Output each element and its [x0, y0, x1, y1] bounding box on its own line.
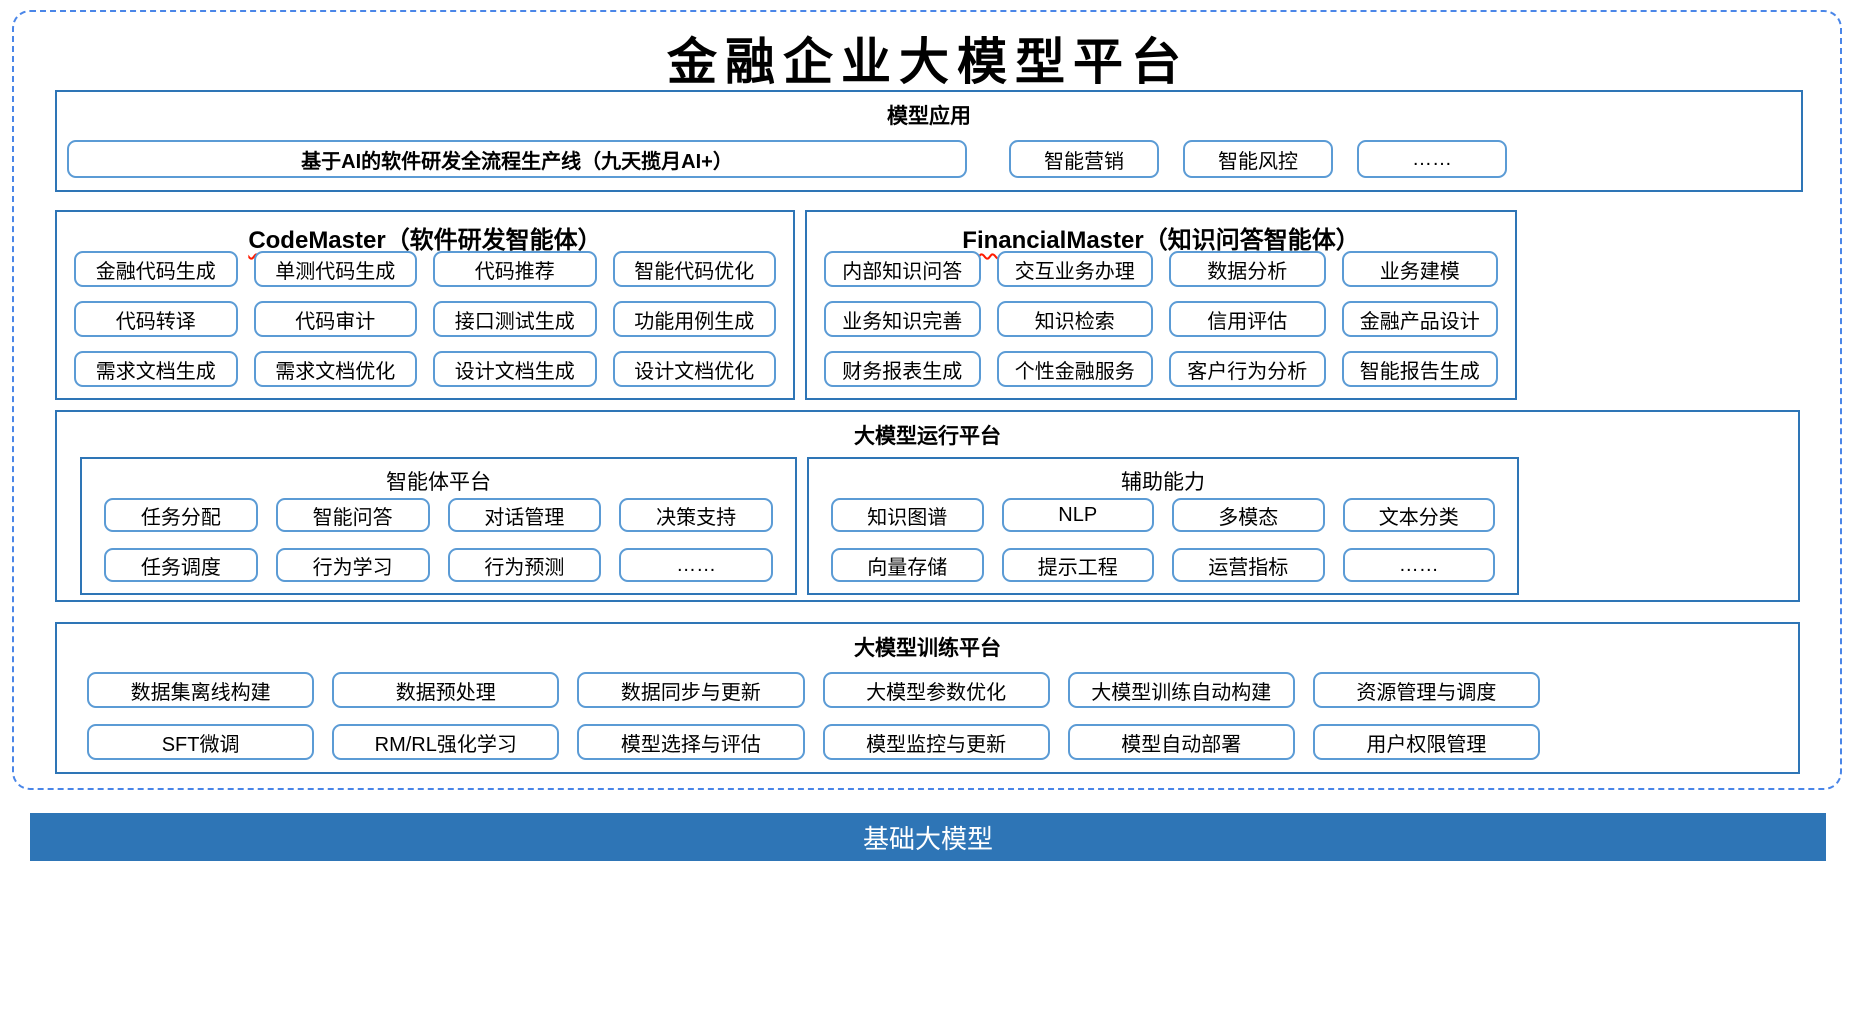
diagram-item: 信用评估 [1169, 301, 1326, 337]
diagram-item: 个性金融服务 [996, 351, 1153, 387]
diagram-item: 设计文档优化 [612, 351, 776, 387]
diagram-item: 需求文档优化 [253, 351, 417, 387]
section-run-platform: 大模型运行平台 智能体平台 任务分配 智能问答 对话管理 决策支持 任务调度 行… [55, 410, 1800, 602]
section-title-train-platform: 大模型训练平台 [854, 637, 1001, 660]
diagram-item: 多模态 [1172, 498, 1325, 532]
diagram-item: 功能用例生成 [612, 301, 776, 337]
subsection-agent-platform: 智能体平台 任务分配 智能问答 对话管理 决策支持 任务调度 行为学习 行为预测… [80, 457, 797, 595]
section-model-applications: 模型应用 基于AI的软件研发全流程生产线（九天揽月AI+） 智能营销 智能风控 … [55, 90, 1803, 192]
diagram-item: 模型选择与评估 [577, 724, 805, 760]
diagram-item: 模型监控与更新 [822, 724, 1050, 760]
codemaster-subtitle: （软件研发智能体） [385, 227, 602, 254]
diagram-item: 内部知识问答 [824, 251, 981, 287]
diagram-item: 客户行为分析 [1169, 351, 1326, 387]
diagram-item: 代码转译 [74, 301, 238, 337]
diagram-item: 接口测试生成 [433, 301, 597, 337]
diagram-item: 行为预测 [447, 548, 602, 582]
diagram-item: …… [619, 548, 773, 582]
diagram-item: 大模型训练自动构建 [1067, 672, 1295, 708]
diagram-item: 行为学习 [275, 548, 430, 582]
diagram-item: SFT微调 [87, 724, 315, 760]
diagram-item: 金融代码生成 [74, 251, 238, 287]
diagram-item: 数据集离线构建 [87, 672, 315, 708]
model-applications-row: 基于AI的软件研发全流程生产线（九天揽月AI+） 智能营销 智能风控 …… [67, 140, 1791, 178]
diagram-item: 数据分析 [1169, 251, 1326, 287]
aux-ability-items: 知识图谱 NLP 多模态 文本分类 向量存储 提示工程 运营指标 …… [831, 498, 1495, 582]
diagram-item: 文本分类 [1342, 498, 1495, 532]
diagram-item: 提示工程 [1001, 548, 1154, 582]
diagram-item: 向量存储 [831, 548, 984, 582]
subsection-title-aux-ability: 辅助能力 [1121, 471, 1205, 494]
section-codemaster: CodeMaster（软件研发智能体） 金融代码生成 单测代码生成 代码推荐 智… [55, 210, 795, 400]
diagram-item: 业务建模 [1341, 251, 1498, 287]
diagram-item: 智能风控 [1183, 140, 1333, 178]
train-platform-items: 数据集离线构建 数据预处理 数据同步与更新 大模型参数优化 大模型训练自动构建 … [87, 672, 1540, 760]
diagram-item: 智能营销 [1009, 140, 1159, 178]
base-model-bar: 基础大模型 [30, 813, 1826, 861]
section-financialmaster: FinancialMaster（知识问答智能体） 内部知识问答 交互业务办理 数… [805, 210, 1517, 400]
diagram-item: NLP [1001, 498, 1154, 532]
diagram-item: 代码推荐 [433, 251, 597, 287]
diagram-item: 资源管理与调度 [1312, 672, 1540, 708]
diagram-item: 大模型参数优化 [822, 672, 1050, 708]
diagram-item: 任务分配 [104, 498, 258, 532]
diagram-item: 数据同步与更新 [577, 672, 805, 708]
diagram-item: 代码审计 [253, 301, 417, 337]
subsection-title-agent-platform: 智能体平台 [386, 471, 491, 494]
page-title: 金融企业大模型平台 [667, 34, 1189, 90]
financialmaster-name: FinancialMaster [962, 227, 1144, 254]
agent-platform-items: 任务分配 智能问答 对话管理 决策支持 任务调度 行为学习 行为预测 …… [104, 498, 773, 582]
subsection-aux-ability: 辅助能力 知识图谱 NLP 多模态 文本分类 向量存储 提示工程 运营指标 …… [807, 457, 1519, 595]
diagram-item: 知识图谱 [831, 498, 984, 532]
financialmaster-subtitle: （知识问答智能体） [1143, 227, 1360, 254]
section-title-financialmaster: FinancialMaster（知识问答智能体） [807, 220, 1515, 255]
section-title-run-platform: 大模型运行平台 [854, 425, 1001, 448]
diagram-item: 数据预处理 [332, 672, 560, 708]
diagram-item: 金融产品设计 [1341, 301, 1498, 337]
codemaster-items: 金融代码生成 单测代码生成 代码推荐 智能代码优化 代码转译 代码审计 接口测试… [74, 251, 776, 387]
diagram-item: 智能报告生成 [1341, 351, 1498, 387]
diagram-item: 设计文档生成 [433, 351, 597, 387]
diagram-item-ai-pipeline: 基于AI的软件研发全流程生产线（九天揽月AI+） [67, 140, 967, 178]
diagram-item: …… [1342, 548, 1495, 582]
diagram-item: 业务知识完善 [824, 301, 981, 337]
diagram-item: …… [1357, 140, 1507, 178]
diagram-item: 需求文档生成 [74, 351, 238, 387]
diagram-item: 交互业务办理 [996, 251, 1153, 287]
diagram-item: 智能代码优化 [612, 251, 776, 287]
diagram-item: 模型自动部署 [1067, 724, 1295, 760]
diagram-item: 单测代码生成 [253, 251, 417, 287]
diagram-item: 对话管理 [447, 498, 602, 532]
diagram-item: 任务调度 [104, 548, 258, 582]
financialmaster-items: 内部知识问答 交互业务办理 数据分析 业务建模 业务知识完善 知识检索 信用评估… [824, 251, 1498, 387]
diagram-item: RM/RL强化学习 [332, 724, 560, 760]
codemaster-name: CodeMaster [248, 227, 386, 254]
section-train-platform: 大模型训练平台 数据集离线构建 数据预处理 数据同步与更新 大模型参数优化 大模… [55, 622, 1800, 774]
diagram-item: 运营指标 [1172, 548, 1325, 582]
section-title-model-applications: 模型应用 [887, 105, 971, 128]
diagram-item: 知识检索 [996, 301, 1153, 337]
outer-dashed-frame [12, 10, 1842, 790]
diagram-item: 决策支持 [619, 498, 773, 532]
diagram-item: 智能问答 [275, 498, 430, 532]
section-title-codemaster: CodeMaster（软件研发智能体） [57, 220, 793, 255]
diagram-item: 用户权限管理 [1312, 724, 1540, 760]
diagram-item: 财务报表生成 [824, 351, 981, 387]
